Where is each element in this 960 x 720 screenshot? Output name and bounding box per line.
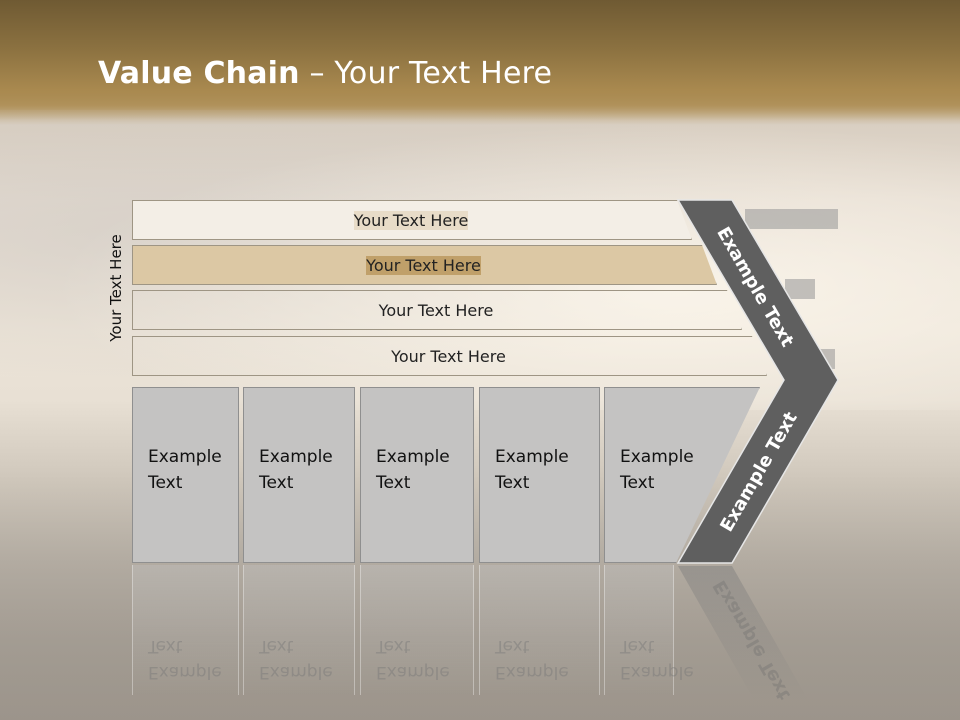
decor-stripe: [745, 209, 838, 229]
box-line-2: Text: [620, 473, 655, 493]
box-line-2: Text: [376, 473, 411, 493]
support-bar-label: Your Text Here: [366, 255, 481, 275]
title-bold: Value Chain: [98, 56, 300, 91]
decor-stripe: [805, 349, 835, 369]
box-line-2: Text: [148, 473, 183, 493]
support-bar-label: Your Text Here: [378, 300, 494, 320]
title-rest: – Your Text Here: [299, 56, 553, 91]
support-bar-3: Your Text Here: [132, 290, 742, 330]
box-line-1: Example: [620, 447, 694, 467]
support-bar-1: Your Text Here: [132, 200, 692, 240]
side-label: Your Text Here: [107, 234, 125, 342]
box-line-1: Example: [259, 447, 333, 467]
page-title: Value Chain – Your Text Here: [98, 56, 552, 91]
decor-stripe: [785, 279, 815, 299]
support-bar-label: Your Text Here: [353, 210, 469, 230]
box-line-2: Text: [259, 473, 294, 493]
support-bar-label: Your Text Here: [391, 346, 506, 366]
box-line-1: Example: [495, 447, 569, 467]
header-band: [0, 0, 960, 120]
support-bar-2: Your Text Here: [132, 245, 717, 285]
box-line-2: Text: [495, 473, 530, 493]
box-line-1: Example: [376, 447, 450, 467]
box-line-1: Example: [148, 447, 222, 467]
support-bar-4: Your Text Here: [132, 336, 767, 376]
